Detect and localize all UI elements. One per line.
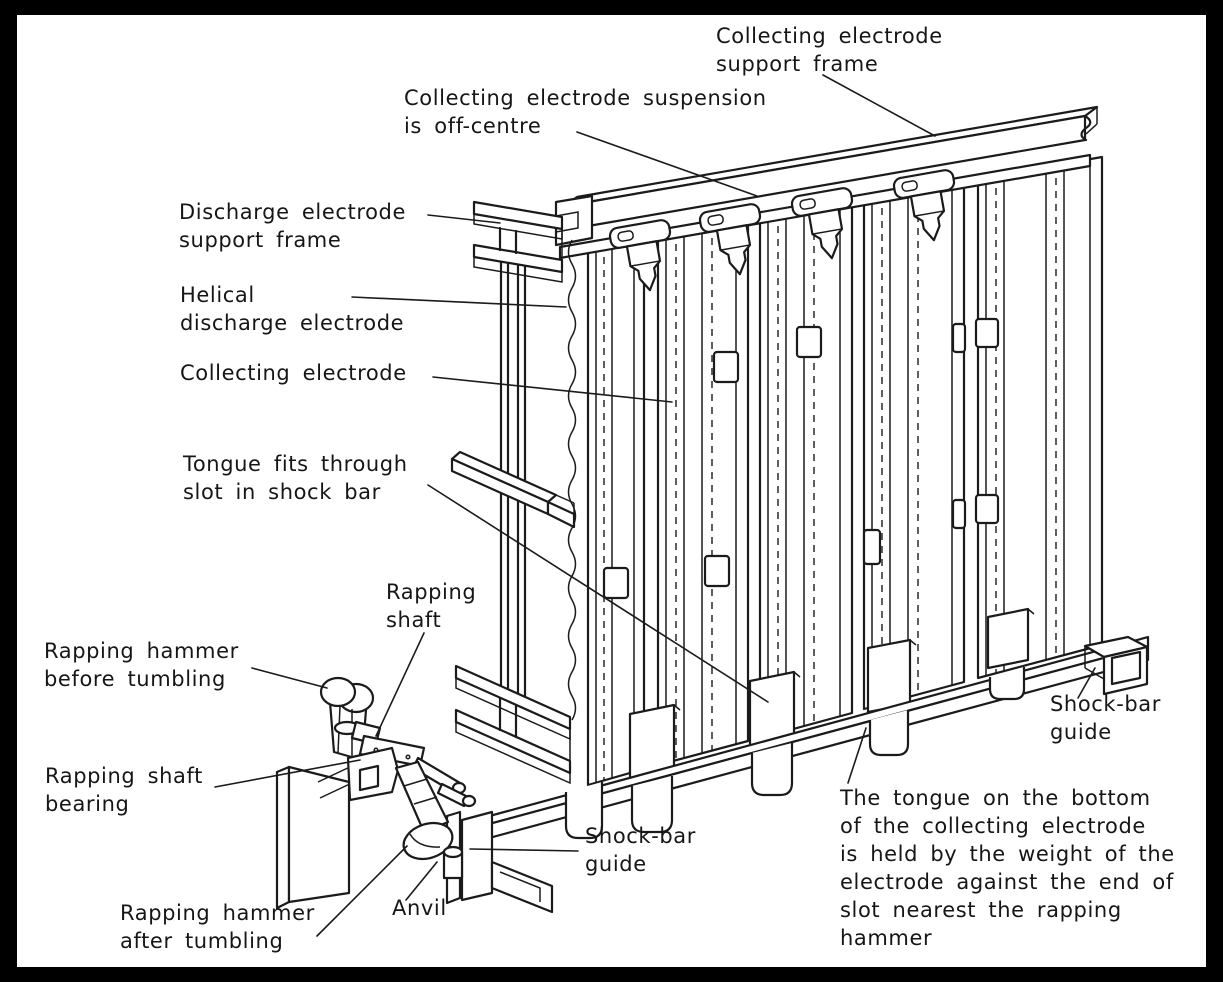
discharge-support-ibeam bbox=[472, 200, 564, 283]
anvil-block bbox=[442, 845, 464, 880]
shock-bar bbox=[424, 607, 1150, 914]
shock-bar-guide-right-part bbox=[1083, 635, 1149, 696]
label-helical-discharge-electrode: Helical discharge electrode bbox=[180, 283, 405, 335]
page-border bbox=[11, 9, 1212, 973]
label-shaft-bearing: Rapping shaft bearing bbox=[45, 764, 203, 816]
rapping-shaft-part bbox=[350, 720, 467, 795]
front-channel-plate bbox=[275, 765, 351, 910]
note-tongue-explanation: The tongue on the bottom of the collecti… bbox=[840, 786, 1175, 950]
label-collecting-electrode: Collecting electrode bbox=[180, 361, 407, 385]
collecting-support-frame-beam bbox=[554, 105, 1099, 247]
leader-lines bbox=[214, 74, 1096, 937]
label-shock-bar-guide-left: Shock-bar guide bbox=[585, 824, 697, 876]
label-hammer-before: Rapping hammer before tumbling bbox=[44, 639, 239, 691]
label-anvil: Anvil bbox=[392, 896, 447, 920]
shock-bar-guide-left-part bbox=[445, 810, 554, 914]
label-shock-bar-guide-right: Shock-bar guide bbox=[1050, 692, 1162, 744]
frame-mid-channel bbox=[450, 450, 576, 529]
collecting-electrode-panels bbox=[586, 155, 1104, 787]
rapping-mechanism bbox=[275, 676, 477, 910]
label-discharge-support-frame: Discharge electrode support frame bbox=[179, 200, 406, 252]
label-hammer-after: Rapping hammer after tumbling bbox=[120, 901, 315, 953]
helical-electrode-wave bbox=[567, 239, 577, 721]
discharge-frame-lower-ibeam bbox=[454, 664, 572, 785]
panel-spacer-clips bbox=[602, 317, 1000, 600]
rapping-hammer-after bbox=[394, 760, 477, 861]
label-collecting-support-frame: Collecting electrode support frame bbox=[716, 24, 943, 76]
label-rapping-shaft: Rapping shaft bbox=[386, 580, 477, 632]
label-suspension-off-centre: Collecting electrode suspension is off-c… bbox=[404, 86, 767, 138]
label-tongue-fits: Tongue fits through slot in shock bar bbox=[183, 452, 408, 504]
rapping-shaft-bearing-part bbox=[346, 746, 400, 802]
discharge-electrode-frame bbox=[450, 200, 577, 785]
tongue-tabs bbox=[564, 667, 1026, 840]
rapping-hammer-before bbox=[319, 676, 375, 762]
